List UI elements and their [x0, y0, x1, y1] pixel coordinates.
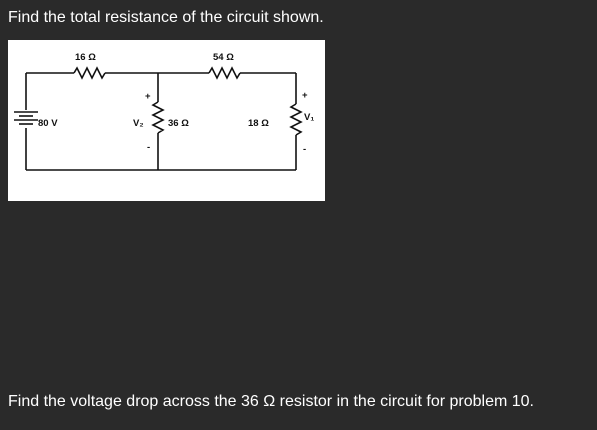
- resistor-54-ohm: [208, 66, 241, 80]
- v1-minus-sign: -: [303, 144, 306, 155]
- resistor-16-ohm: [73, 66, 106, 80]
- battery-icon: [14, 111, 38, 125]
- question-voltage-drop: Find the voltage drop across the 36 Ω re…: [8, 393, 534, 410]
- source-label: 80 V: [38, 118, 58, 129]
- circuit-schematic: 16 Ω 54 Ω 80 V V₂ 36 Ω 18 Ω V₁ + - + -: [14, 52, 314, 171]
- v1-plus-sign: +: [302, 90, 308, 101]
- resistor-18-ohm: [289, 103, 303, 136]
- r3-label: 36 Ω: [168, 118, 189, 129]
- r1-label: 16 Ω: [75, 52, 96, 63]
- r4-label: 18 Ω: [248, 118, 269, 129]
- question-total-resistance: Find the total resistance of the circuit…: [8, 9, 324, 26]
- v2-minus-sign: -: [147, 142, 150, 153]
- circuit-diagram: 16 Ω 54 Ω 80 V V₂ 36 Ω 18 Ω V₁ + - + -: [8, 40, 325, 201]
- v2-label: V₂: [133, 118, 144, 129]
- resistor-36-ohm: [151, 101, 165, 134]
- v1-label: V₁: [304, 112, 314, 123]
- v2-plus-sign: +: [145, 91, 151, 102]
- r2-label: 54 Ω: [213, 52, 234, 63]
